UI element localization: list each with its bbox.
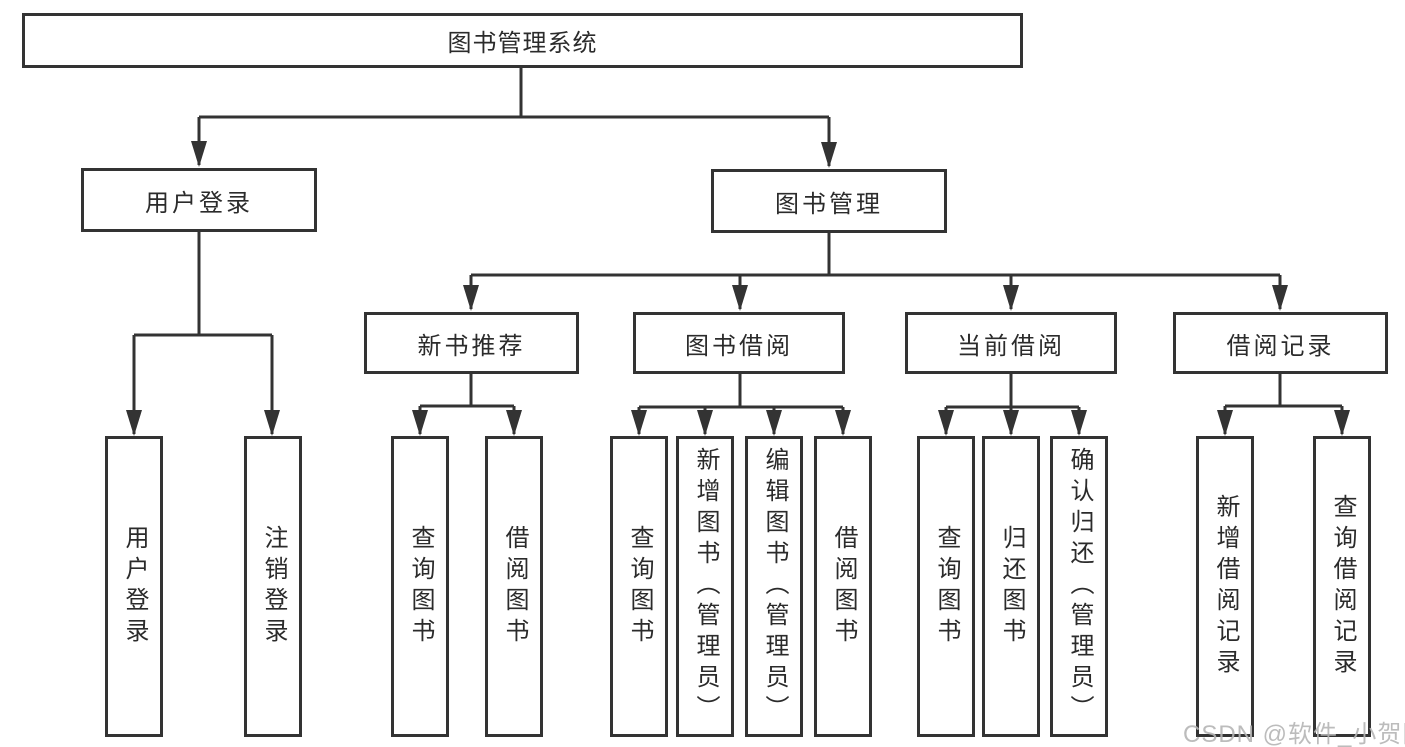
leaf-user-login: 用户登录 bbox=[105, 436, 163, 737]
leaf-label: 用户登录 bbox=[121, 524, 148, 649]
leaf-query-borrow-record: 查询借阅记录 bbox=[1313, 436, 1371, 737]
leaf-label: 注销登录 bbox=[260, 524, 287, 649]
leaf-query-books-current: 查询图书 bbox=[917, 436, 975, 737]
leaf-label: 借阅图书 bbox=[830, 524, 857, 649]
node-label: 借阅记录 bbox=[1226, 332, 1335, 360]
node-book-borrowing: 图书借阅 bbox=[633, 312, 845, 374]
node-label: 图书借阅 bbox=[685, 332, 793, 360]
node-book-management: 图书管理 bbox=[711, 169, 947, 233]
leaf-label: 归还图书 bbox=[998, 524, 1025, 649]
node-library-management-system: 图书管理系统 bbox=[22, 13, 1023, 68]
leaf-edit-books-admin: 编辑图书（管理员） bbox=[745, 436, 803, 737]
leaf-label: 查询图书 bbox=[626, 524, 653, 649]
node-label: 当前借阅 bbox=[957, 332, 1065, 360]
leaf-label: 查询图书 bbox=[933, 524, 960, 649]
node-user-login: 用户登录 bbox=[81, 168, 317, 232]
csdn-watermark: CSDN @软件_小贺同学 bbox=[1183, 721, 1405, 747]
leaf-add-books-admin: 新增图书（管理员） bbox=[676, 436, 734, 737]
leaf-add-borrow-record: 新增借阅记录 bbox=[1196, 436, 1254, 737]
node-current-borrowing: 当前借阅 bbox=[905, 312, 1117, 374]
leaf-borrow-books-borrowing: 借阅图书 bbox=[814, 436, 872, 737]
leaf-query-books-recommend: 查询图书 bbox=[391, 436, 449, 737]
node-new-book-recommend: 新书推荐 bbox=[364, 312, 579, 374]
leaf-label: 确认归还（管理员） bbox=[1066, 447, 1093, 726]
leaf-return-books: 归还图书 bbox=[982, 436, 1040, 737]
leaf-query-books-borrowing: 查询图书 bbox=[610, 436, 668, 737]
leaf-label: 查询借阅记录 bbox=[1329, 493, 1356, 680]
node-label: 图书管理 bbox=[775, 190, 883, 218]
node-label: 新书推荐 bbox=[417, 332, 526, 360]
leaf-label: 借阅图书 bbox=[501, 524, 528, 649]
node-label: 图书管理系统 bbox=[447, 30, 598, 57]
leaf-confirm-return-admin: 确认归还（管理员） bbox=[1050, 436, 1108, 737]
leaf-logout: 注销登录 bbox=[244, 436, 302, 737]
node-label: 用户登录 bbox=[145, 189, 253, 217]
leaf-label: 新增借阅记录 bbox=[1212, 493, 1239, 680]
leaf-borrow-books-recommend: 借阅图书 bbox=[485, 436, 543, 737]
leaf-label: 新增图书（管理员） bbox=[692, 447, 719, 726]
leaf-label: 查询图书 bbox=[407, 524, 434, 649]
node-borrow-records: 借阅记录 bbox=[1173, 312, 1388, 374]
leaf-label: 编辑图书（管理员） bbox=[761, 447, 788, 726]
